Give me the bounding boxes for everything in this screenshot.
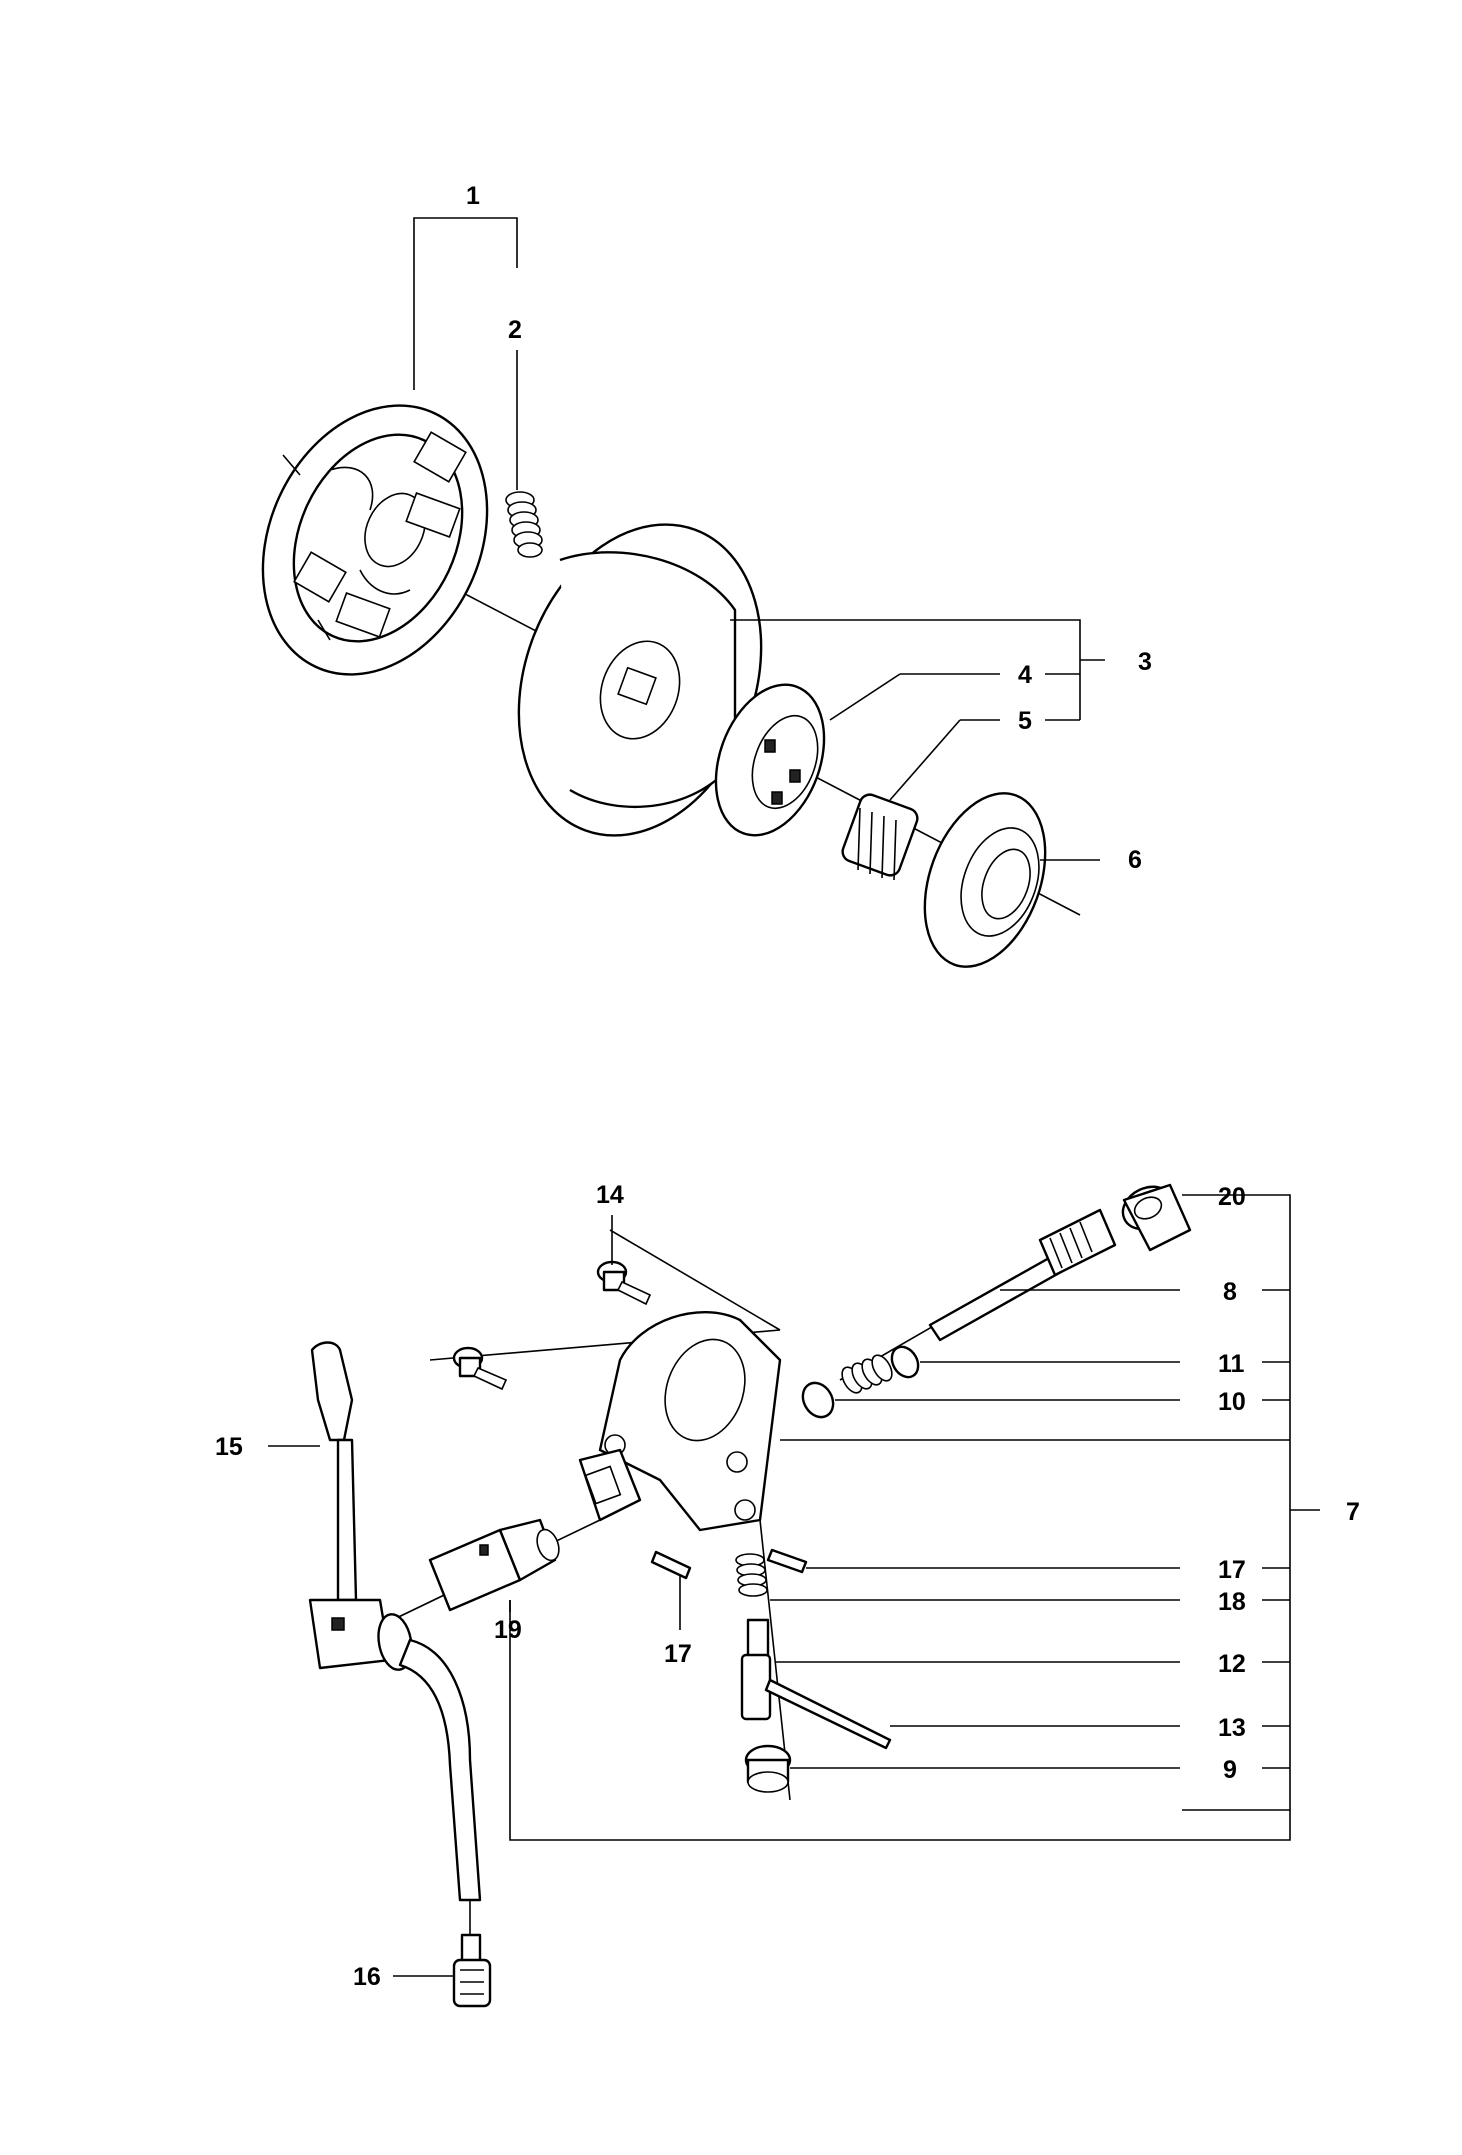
screw-part-14 (596, 1260, 652, 1306)
clutch-assembly (261, 217, 1105, 968)
callout-15: 15 (215, 1433, 243, 1461)
spring-part-11 (841, 1354, 893, 1394)
callout-9: 9 (1223, 1756, 1237, 1784)
plunger-part-12 (740, 1618, 772, 1721)
callout-17-right: 17 (1218, 1556, 1246, 1584)
callout-2: 2 (508, 316, 522, 344)
spring-part-18 (735, 1553, 768, 1597)
cap-part-9 (744, 1744, 792, 1793)
oil-lever-part-15 (308, 1341, 413, 1671)
clutch-drum-part (517, 523, 763, 837)
leader-19-bracket (509, 1600, 1291, 1841)
pump-housing-part-7 (578, 1311, 782, 1532)
sleeve-part-20 (1121, 1183, 1192, 1252)
leader-1-bracket (413, 217, 518, 268)
callout-13: 13 (1218, 1714, 1246, 1742)
callout-18: 18 (1218, 1588, 1246, 1616)
leader-7-bracket (1182, 1194, 1291, 1811)
needle-bearing-part (841, 793, 919, 881)
washer-right-part (890, 1345, 920, 1379)
connector-part-19 (428, 1518, 560, 1612)
callout-19: 19 (494, 1616, 522, 1644)
callout-10: 10 (1218, 1388, 1246, 1416)
clutch-spring-part (505, 491, 543, 558)
pump-shaft-part-8 (928, 1208, 1117, 1342)
pin-part-13 (764, 1678, 892, 1750)
callout-6: 6 (1128, 846, 1142, 874)
pin-part-17a (650, 1550, 692, 1580)
callout-8: 8 (1223, 1278, 1237, 1306)
pin-part-17b (766, 1548, 808, 1574)
callout-11: 11 (1218, 1350, 1245, 1378)
washer-hub-part (923, 792, 1047, 968)
callout-3: 3 (1138, 648, 1152, 676)
clutch-shoe-part (261, 404, 489, 676)
oil-pump-assembly (268, 1183, 1320, 2008)
callout-14: 14 (596, 1181, 624, 1209)
callout-12: 12 (1218, 1650, 1246, 1678)
leader-3-bracket (730, 619, 1105, 720)
strainer-part-16 (452, 1933, 492, 2008)
callout-17-left: 17 (664, 1640, 692, 1668)
rim-sprocket-part (714, 683, 826, 837)
oil-hose-part (398, 1638, 482, 1902)
callout-16: 16 (353, 1963, 381, 1991)
callout-4: 4 (1018, 661, 1032, 689)
screw-left-part (452, 1346, 508, 1391)
callout-5: 5 (1018, 707, 1032, 735)
callout-20: 20 (1218, 1183, 1246, 1211)
washer-part-10 (801, 1381, 835, 1419)
callout-1: 1 (466, 182, 480, 210)
callout-7: 7 (1346, 1498, 1360, 1526)
